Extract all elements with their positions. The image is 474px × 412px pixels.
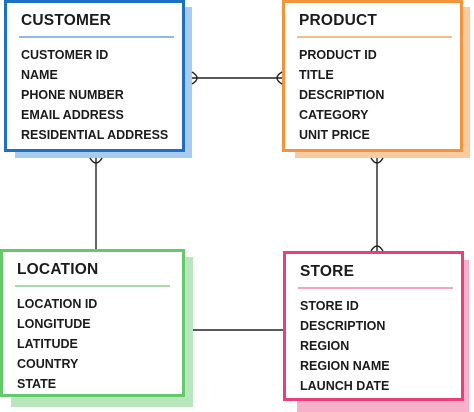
field-store-region: REGION (300, 339, 350, 353)
field-location-id: LOCATION ID (17, 297, 98, 311)
entity-location-fields: LOCATION ID LONGITUDE LATITUDE COUNTRY S… (17, 294, 97, 394)
field-location-state: STATE (17, 377, 57, 391)
entity-store-title-rule (298, 287, 453, 289)
entity-location-box: LOCATION LOCATION ID LONGITUDE LATITUDE … (0, 249, 185, 397)
field-location-longitude: LONGITUDE (17, 317, 91, 331)
field-customer-id: CUSTOMER ID (21, 48, 109, 62)
field-product-description: DESCRIPTION (299, 88, 385, 102)
entity-customer-title-rule (19, 36, 174, 38)
field-store-region-name: REGION NAME (300, 359, 390, 373)
relationship-customer-location (89, 157, 103, 249)
field-customer-residential-address: RESIDENTIAL ADDRESS (21, 128, 169, 142)
entity-store-box: STORE STORE ID DESCRIPTION REGION REGION… (283, 251, 464, 401)
entity-product-box: PRODUCT PRODUCT ID TITLE DESCRIPTION CAT… (282, 0, 463, 152)
entity-location-title-rule (15, 285, 170, 287)
relationship-product-store (370, 157, 384, 252)
field-store-id: STORE ID (300, 299, 359, 313)
entity-customer: CUSTOMER CUSTOMER ID NAME PHONE NUMBER E… (0, 0, 200, 165)
field-customer-phone-number: PHONE NUMBER (21, 88, 124, 102)
entity-product-title: PRODUCT (299, 12, 378, 29)
relationship-customer-product (191, 71, 283, 85)
field-location-latitude: LATITUDE (17, 337, 78, 351)
entity-customer-title: CUSTOMER (21, 12, 112, 29)
entity-store-fields: STORE ID DESCRIPTION REGION REGION NAME … (300, 296, 390, 396)
entity-product-fields: PRODUCT ID TITLE DESCRIPTION CATEGORY UN… (299, 45, 384, 145)
entity-product: PRODUCT PRODUCT ID TITLE DESCRIPTION CAT… (280, 0, 474, 165)
entity-location-title: LOCATION (17, 261, 99, 278)
field-product-title: TITLE (299, 68, 334, 82)
field-store-description: DESCRIPTION (300, 319, 386, 333)
field-product-category: CATEGORY (299, 108, 369, 122)
field-customer-name: NAME (21, 68, 58, 82)
entity-customer-fields: CUSTOMER ID NAME PHONE NUMBER EMAIL ADDR… (21, 45, 168, 145)
entity-store: STORE STORE ID DESCRIPTION REGION REGION… (280, 249, 474, 412)
entity-location: LOCATION LOCATION ID LONGITUDE LATITUDE … (0, 249, 200, 412)
field-product-unit-price: UNIT PRICE (299, 128, 370, 142)
field-location-country: COUNTRY (17, 357, 79, 371)
field-store-launch-date: LAUNCH DATE (300, 379, 390, 393)
entity-store-title: STORE (300, 263, 355, 280)
entity-customer-box: CUSTOMER CUSTOMER ID NAME PHONE NUMBER E… (4, 0, 185, 152)
field-customer-email-address: EMAIL ADDRESS (21, 108, 124, 122)
field-product-id: PRODUCT ID (299, 48, 377, 62)
entity-product-title-rule (297, 36, 452, 38)
